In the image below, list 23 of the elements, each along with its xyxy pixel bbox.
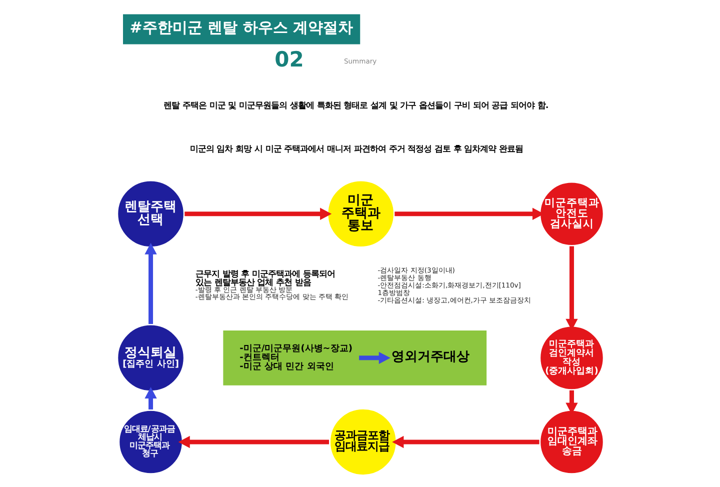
- arrow: [394, 208, 544, 220]
- node-text: 영외거주대상: [391, 349, 470, 364]
- arrow: [184, 208, 332, 220]
- arrow: [144, 242, 156, 324]
- cluster: [222, 330, 486, 386]
- label: 미군의 임차 희망 시 미군 주택과에서 매니저 파견하여 주거 적정성 검토 후 임차계약 완료됨: [189, 143, 523, 154]
- node-circle: 미군주택과 임대인계좌 송금: [538, 408, 605, 476]
- node-text: -미군/미군무원(사병~장교) -컨트렉터 -미군 상대 민간 외국인: [239, 344, 352, 372]
- node-circle: 미군주택과 안전도 검사실시: [538, 180, 605, 248]
- node-circle: 공과금포함 임대료지급: [328, 407, 398, 477]
- arrow: [358, 352, 390, 364]
- node-circle: 정식퇴실 [집주인 사인]: [115, 323, 186, 393]
- node-circle: 미군 주택과 통보: [325, 178, 396, 249]
- arrow: [392, 436, 539, 448]
- node-circle: 임대료/공과금 체납시 미군주택과 청구: [116, 408, 184, 476]
- node-circle: 렌탈주택 선택: [115, 178, 186, 249]
- node-circle: 미군주택과 검인계약서 작성 (중개사입회): [538, 324, 605, 392]
- arrow: [178, 436, 329, 448]
- label: 02: [274, 46, 304, 72]
- arrow: [144, 386, 156, 410]
- node-label: 근무지 발령 후 미군주택과에 등록되어 있는 렌탈부동산 업체 추천 받음: [194, 268, 334, 287]
- label: 렌탈 주택은 미군 및 미군무원들의 생활에 특화된 형태로 설계 및 가구 옵션들이 구비 되어 공급 되어야 함.: [163, 100, 548, 110]
- diagram-title: #주한미군 렌탈 하우스 계약절차: [129, 18, 353, 36]
